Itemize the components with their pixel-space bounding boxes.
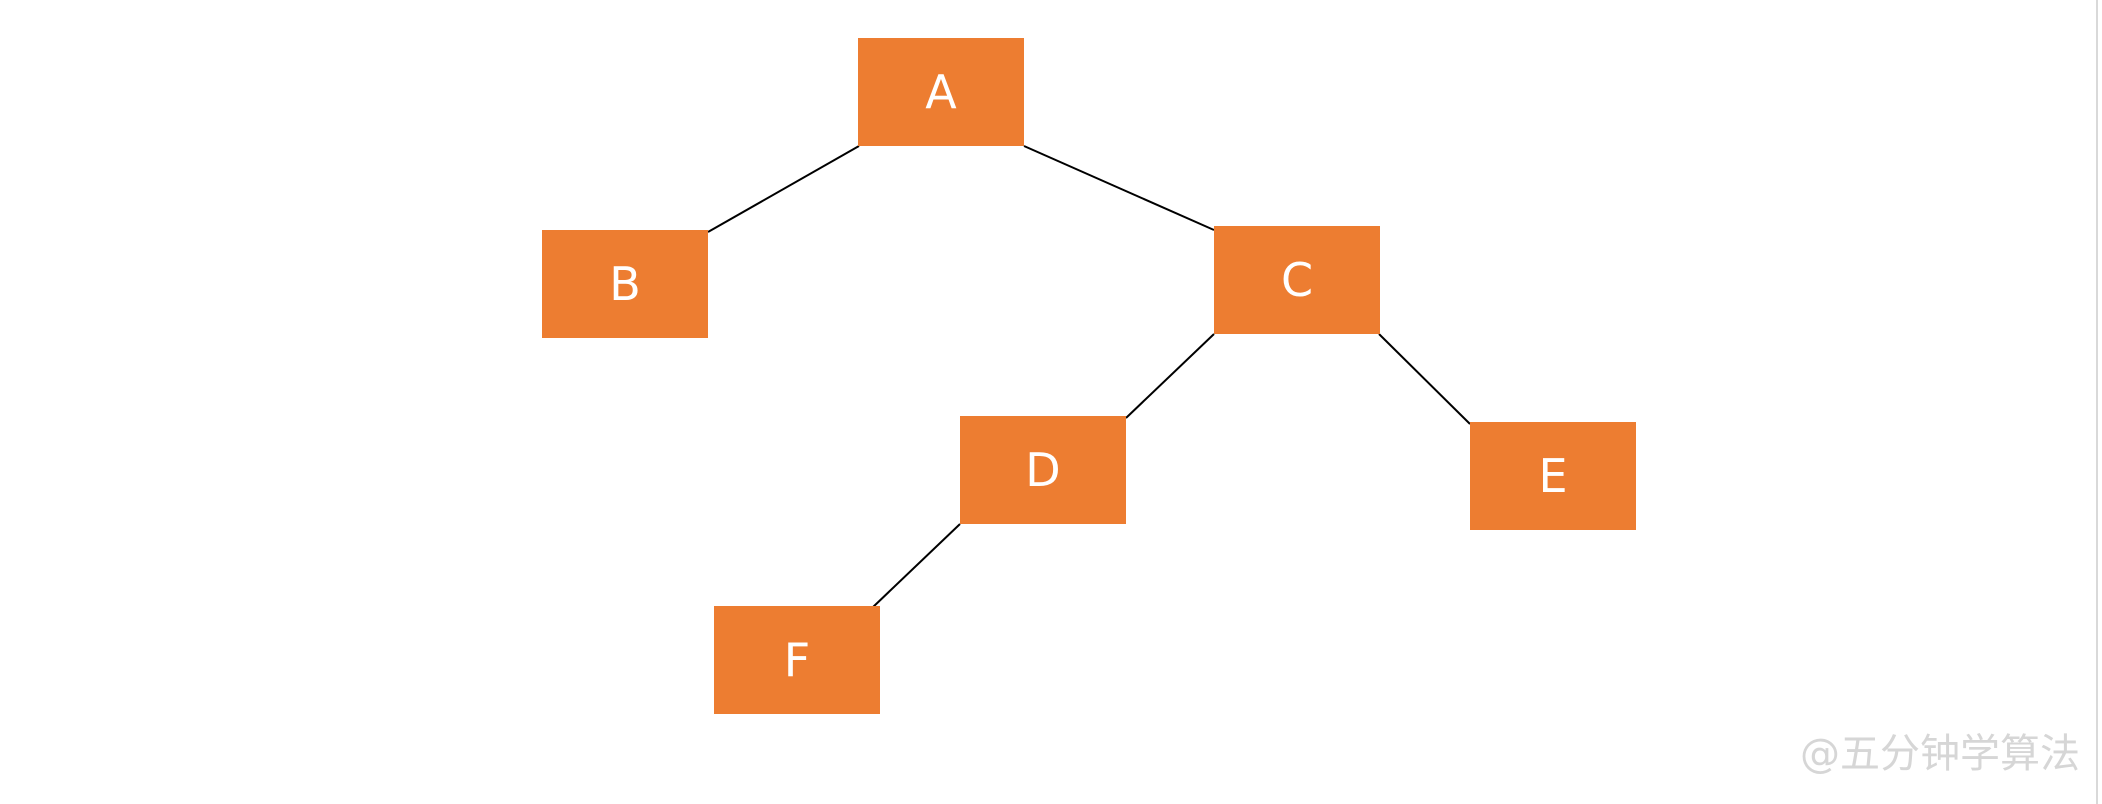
edge-c-e [1378, 333, 1471, 425]
tree-node-d: D [960, 416, 1126, 524]
page-edge-divider [2096, 0, 2098, 804]
tree-node-label: C [1280, 253, 1314, 307]
edge-a-c [1023, 145, 1215, 231]
tree-node-label: E [1538, 449, 1568, 503]
tree-node-e: E [1470, 422, 1636, 530]
tree-node-label: A [925, 65, 957, 119]
tree-node-b: B [542, 230, 708, 338]
tree-node-a: A [858, 38, 1024, 146]
watermark: @五分钟学算法 [1800, 731, 2080, 777]
tree-node-label: B [609, 257, 641, 311]
edge-d-f [871, 523, 961, 609]
tree-node-label: D [1025, 443, 1061, 497]
tree-node-c: C [1214, 226, 1380, 334]
edge-a-b [707, 145, 860, 233]
edge-c-d [1125, 333, 1215, 419]
tree-node-label: F [783, 633, 811, 687]
tree-node-f: F [714, 606, 880, 714]
